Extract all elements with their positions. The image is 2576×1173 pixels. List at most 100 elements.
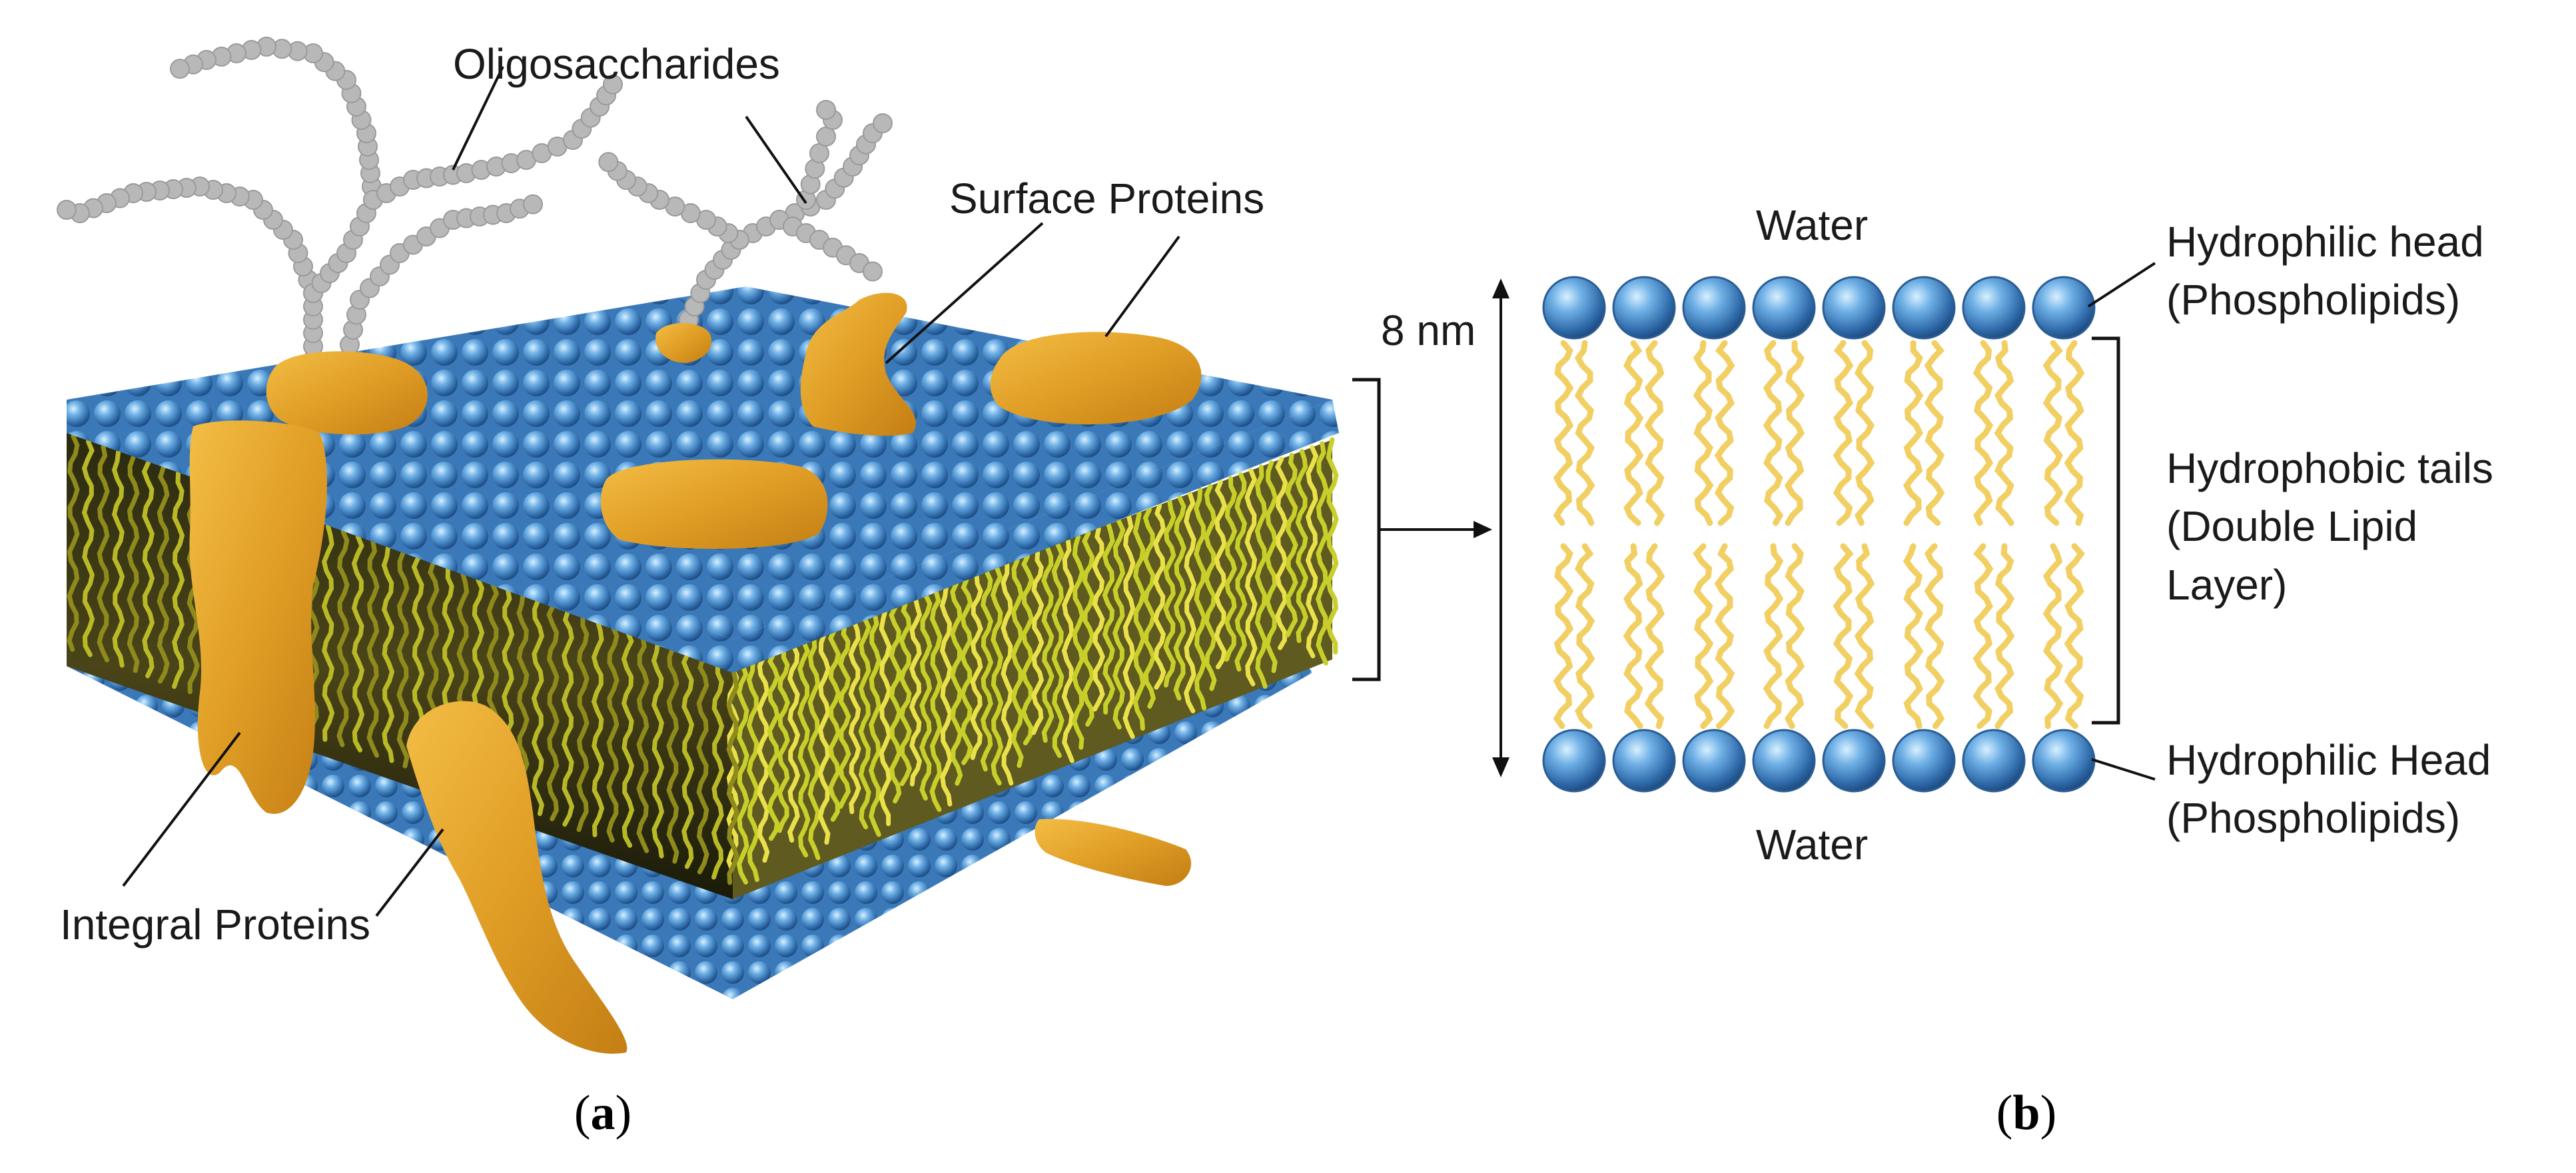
lipid-tail-3d [561,609,575,827]
phospholipid-head-bottom [1822,729,1886,793]
lipid-tail-lower [1693,543,1714,729]
lipid-tail-3d [1071,534,1085,750]
hydrophobic-tails [1553,340,2085,729]
lipid-tail-upper [2042,340,2064,526]
surface-protein-left [266,351,428,435]
sugar-bead [603,74,623,95]
lipid-tail-lower [1833,543,1854,729]
label-water-top: Water [1756,201,1868,249]
lipid-tail-lower [1994,543,2015,729]
thickness-arrow-bottom [1492,757,1509,777]
lipid-tail-3d [868,612,882,837]
label-oligosaccharides: Oligosaccharides [453,40,780,88]
phospholipid-head-top [2032,276,2096,340]
membrane-3d-illustration: Oligosaccharides Surface Proteins Integr… [57,37,1492,1140]
lipid-tail-upper [1693,340,1714,526]
lipid-tail-3d [746,659,760,883]
lipid-tail-3d [838,624,851,809]
leader-head-top [2087,262,2156,308]
lipid-tail-3d [606,624,620,843]
lipid-tail-upper [1784,340,1805,526]
lipid-tail-3d [1051,542,1065,758]
lipid-tail-3d [1244,468,1258,687]
lipid-tail-3d [546,603,560,821]
lipid-tail-3d [797,639,811,858]
lipid-tail-3d [787,643,801,843]
lipid-tail-lower [1903,543,1924,729]
lipid-tail-3d [899,601,913,787]
lipid-tail-3d [1204,484,1217,691]
sugar-bead [57,200,77,220]
leader-oligo-1 [452,66,504,171]
lipid-tail-3d [1152,503,1166,690]
lipid-tail-3d [111,450,125,668]
lipid-tail-3d [970,574,983,760]
lipid-tail-lower [1784,543,1805,729]
lipid-tail-upper [1763,340,1784,526]
lipid-tail-3d [960,578,973,765]
oligosaccharide-chains [57,37,893,370]
surface-protein-center [600,459,828,549]
sugar-bead [809,143,829,163]
sugar-bead [598,152,619,173]
lipid-tail-lower [1972,543,1994,729]
lipid-tail-3d [321,524,335,742]
lipid-tail-3d [858,616,872,830]
lipid-tail-lower [1574,543,1595,729]
lipid-tail-lower [2042,543,2064,729]
sugar-bead [170,59,190,79]
phospholipid-head-bottom [1542,729,1606,793]
lipid-tail-3d [396,550,410,769]
lipid-tail-3d [848,620,861,815]
bilayer-cross-section: 8 nm Water Water Hydrophilic head (Phosp… [1381,201,2493,1140]
label-head-bottom-line1: Hydrophilic Head [2166,736,2491,784]
label-surface-proteins: Surface Proteins [949,175,1264,222]
lipid-tail-3d [1214,480,1227,669]
lipid-tail-3d [636,635,649,853]
sugar-bead [863,261,883,282]
lipid-tail-3d [827,628,841,822]
lipid-tail-3d [879,608,892,827]
label-tails-line2: (Double Lipid [2166,502,2417,550]
lipid-tail-3d [817,631,831,845]
lipid-tail-3d [736,663,749,885]
phospholipid-head-top [1822,276,1886,340]
thickness-bracket [1352,378,1381,681]
lipid-tail-3d [1092,526,1105,712]
integral-protein-left [189,420,327,814]
lipid-tail-3d [1234,472,1248,672]
lipid-tail-upper [1833,340,1854,526]
label-tails-line1: Hydrophobic tails [2166,444,2493,492]
phospholipid-head-top [1542,276,1606,340]
lipid-tail-upper [2064,340,2085,526]
lipid-tail-3d [381,545,395,763]
lipid-tail-upper [1644,340,1665,526]
phospholipid-head-top [1682,276,1746,340]
lipid-tail-3d [1305,445,1319,659]
lipid-tail-3d [1326,437,1339,655]
lipid-tail-3d [1295,449,1308,643]
lipid-tail-3d [1254,464,1268,689]
lipid-tail-3d [1011,558,1024,768]
lipid-tail-3d [1194,488,1207,711]
lipid-tail-3d [1316,441,1329,666]
lipid-tail-3d [666,645,679,864]
lipid-tail-3d [696,656,709,875]
lipid-tail-3d [1061,538,1074,763]
lipid-tail-3d [1132,511,1146,731]
lipid-tail-3d [681,651,695,869]
lipid-tail-3d [1001,562,1014,786]
lipid-tail-3d [157,466,170,684]
leader-integral-1 [122,731,241,887]
upper-leaflet-front-edge [293,400,1339,673]
leader-oligo-2 [745,115,807,204]
lipid-tail-lower [1553,543,1574,729]
lipid-tail-3d [576,613,590,832]
lipid-tail-3d [621,629,635,848]
surface-protein-upright [800,292,917,436]
sugar-bead [816,127,836,147]
phospholipid-head-bottom [1962,729,2026,793]
lipid-tail-3d [366,540,380,758]
